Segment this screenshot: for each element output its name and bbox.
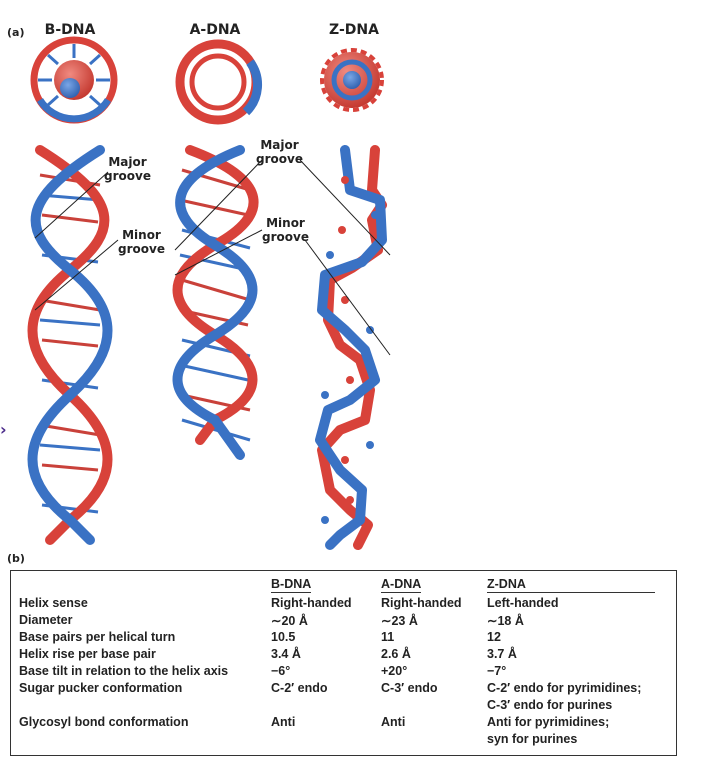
cell-z-continued: C-3′ endo for purines: [487, 698, 613, 712]
table-row: Base tilt in relation to the helix axis …: [19, 664, 667, 681]
title-z-dna: Z-DNA: [329, 22, 379, 38]
cell-a: Anti: [381, 715, 406, 729]
cell-a: C-3′ endo: [381, 681, 438, 695]
panel-a-label: (a): [7, 26, 25, 39]
table-header-row: B-DNA A-DNA Z-DNA: [19, 577, 667, 596]
a-dna-major-groove-label: Major groove: [256, 138, 303, 166]
table-row-continuation: C-3′ endo for purines: [19, 698, 667, 715]
row-label: Diameter: [19, 613, 73, 627]
z-dna-top-view: [320, 48, 384, 112]
row-label: Helix sense: [19, 596, 88, 610]
cell-z-continued: syn for purines: [487, 732, 578, 746]
cell-z: Left-handed: [487, 596, 559, 610]
table-row: Sugar pucker conformation C-2′ endo C-3′…: [19, 681, 667, 698]
title-a-dna: A-DNA: [189, 22, 241, 38]
dna-illustrations: [27, 36, 391, 550]
table-row: Diameter ∼20 Å ∼23 Å ∼18 Å: [19, 613, 667, 630]
cell-z: C-2′ endo for pyrimidines;: [487, 681, 642, 695]
table-row: Helix sense Right-handed Right-handed Le…: [19, 596, 667, 613]
a-dna-minor-groove-label: Minor groove: [262, 216, 309, 244]
cell-a: 11: [381, 630, 395, 644]
cell-b: −6°: [271, 664, 291, 678]
cell-b: C-2′ endo: [271, 681, 328, 695]
dna-properties-table: B-DNA A-DNA Z-DNA Helix sense Right-hand…: [19, 577, 667, 749]
panel-b-label: (b): [7, 552, 25, 565]
table-row: Base pairs per helical turn 10.5 11 12: [19, 630, 667, 647]
table-row: Helix rise per base pair 3.4 Å 2.6 Å 3.7…: [19, 647, 667, 664]
z-dna-helix: [315, 145, 387, 550]
cell-b: 3.4 Å: [271, 647, 301, 661]
a-dna-top-view: [175, 39, 263, 125]
row-label: Glycosyl bond conformation: [19, 715, 189, 729]
cell-b: 10.5: [271, 630, 296, 644]
callout-leader-lines: [34, 159, 391, 356]
cell-a: Right-handed: [381, 596, 462, 610]
col-header-z-dna: Z-DNA: [487, 577, 667, 596]
cell-b: Anti: [271, 715, 296, 729]
b-dna-major-groove-label: Major groove: [104, 155, 151, 183]
cell-z: −7°: [487, 664, 507, 678]
dna-properties-table-box: B-DNA A-DNA Z-DNA Helix sense Right-hand…: [10, 570, 677, 756]
table-header-empty: [19, 577, 271, 596]
a-dna-helix: [172, 145, 259, 460]
row-label: Base pairs per helical turn: [19, 630, 176, 644]
b-dna-top-view: [30, 36, 118, 124]
cell-z: 3.7 Å: [487, 647, 517, 661]
row-label: Helix rise per base pair: [19, 647, 156, 661]
cell-b: Right-handed: [271, 596, 352, 610]
cell-a: +20°: [381, 664, 408, 678]
cell-a: 2.6 Å: [381, 647, 411, 661]
left-edge-artifact: ›: [0, 420, 7, 439]
title-b-dna: B-DNA: [44, 22, 96, 38]
cell-a: ∼23 Å: [381, 614, 418, 628]
row-label: Base tilt in relation to the helix axis: [19, 664, 229, 678]
table-row: Glycosyl bond conformation Anti Anti Ant…: [19, 715, 667, 732]
cell-z: Anti for pyrimidines;: [487, 715, 610, 729]
col-header-a-dna: A-DNA: [381, 577, 422, 593]
cell-z: 12: [487, 630, 501, 644]
b-dna-helix: [27, 145, 113, 545]
cell-b: ∼20 Å: [271, 614, 308, 628]
col-header-b-dna: B-DNA: [271, 577, 312, 593]
row-label: Sugar pucker conformation: [19, 681, 183, 695]
cell-z: ∼18 Å: [487, 614, 524, 628]
table-row-continuation: syn for purines: [19, 732, 667, 749]
b-dna-minor-groove-label: Minor groove: [118, 228, 165, 256]
